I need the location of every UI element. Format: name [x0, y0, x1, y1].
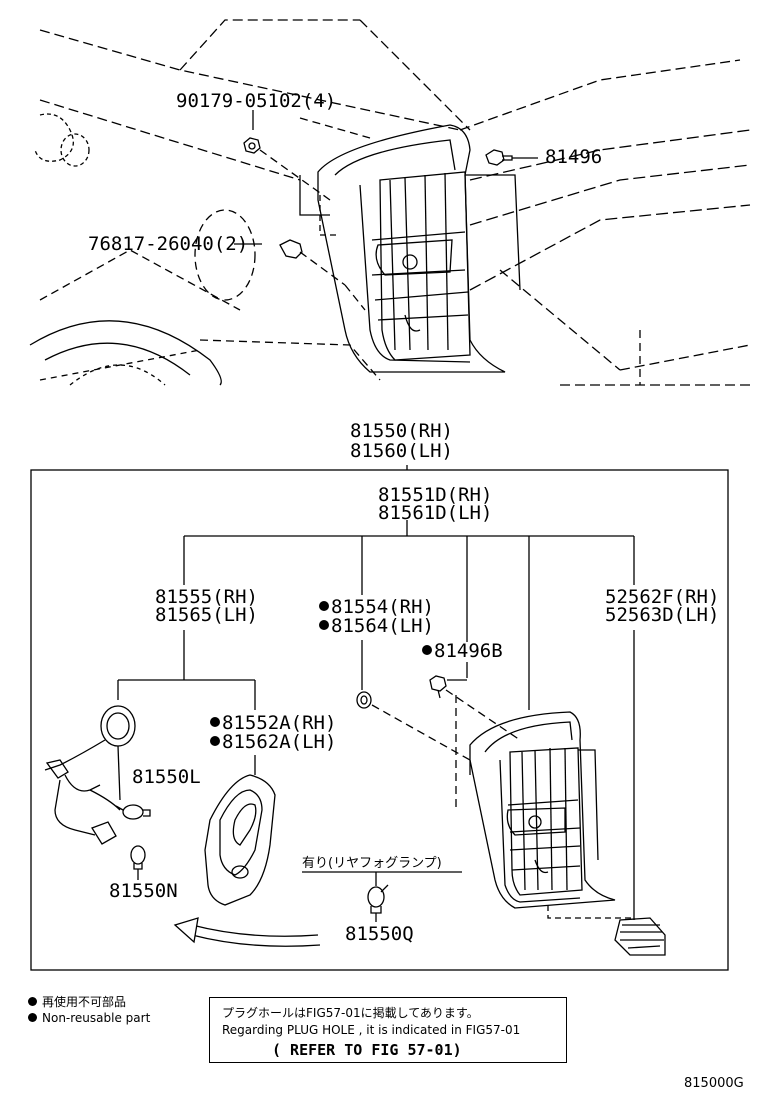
bracket-52562f-icon	[614, 917, 666, 956]
label-81550-rh: 81550(RH)	[350, 420, 453, 442]
clip-81496b-icon	[429, 675, 521, 810]
fog-lamp-note: 有り(リヤフォグランプ)	[302, 856, 442, 871]
bulb-81550l-icon	[115, 804, 151, 820]
gasket-81554-icon	[356, 691, 471, 761]
label-81496b: 81496B	[422, 642, 503, 661]
assembly-box	[30, 469, 729, 971]
non-reusable-dot-icon	[422, 645, 432, 655]
label-52563d-lh: 52563D(LH)	[605, 604, 720, 626]
cushion-81552a-icon	[204, 774, 276, 906]
reference-note-box	[209, 997, 567, 1063]
clip-81496-icon	[485, 149, 538, 166]
label-52562f-rh: 52562F(RH)	[605, 586, 720, 608]
bulb-81550n-icon	[130, 845, 146, 880]
legend-dot-icon	[28, 1013, 37, 1022]
label-81550l: 81550L	[132, 766, 201, 788]
callout-tree	[117, 520, 635, 920]
note-refer: ( REFER TO FIG 57-01)	[272, 1041, 462, 1059]
screw-90179-icon	[243, 110, 371, 201]
tail-lamp-installed	[299, 124, 521, 373]
legend-en: Non-reusable part	[28, 1011, 150, 1025]
note-en: Regarding PLUG HOLE , it is indicated in…	[222, 1023, 521, 1037]
tail-lamp-exploded	[469, 711, 634, 919]
note-jp: プラグホールはFIG57-01に掲載してあります。	[222, 1006, 479, 1020]
label-76817-26040: 76817-26040(2)	[88, 233, 249, 255]
clip-76817-icon	[234, 239, 366, 311]
label-81552a-rh: 81552A(RH)	[210, 714, 336, 733]
legend-jp: 再使用不可部品	[28, 993, 126, 1010]
label-81551d-rh: 81551D(RH)	[378, 484, 493, 506]
non-reusable-dot-icon	[210, 736, 220, 746]
label-81562a-lh: 81562A(LH)	[210, 733, 336, 752]
label-81550n: 81550N	[109, 880, 178, 902]
vehicle-body-outline	[29, 19, 751, 386]
label-81565-lh: 81565(LH)	[155, 604, 258, 626]
non-reusable-dot-icon	[319, 620, 329, 630]
label-81555-rh: 81555(RH)	[155, 586, 258, 608]
socket-harness-icon	[44, 705, 136, 845]
assembly-arrow-icon	[173, 917, 321, 947]
label-81554-rh: 81554(RH)	[319, 598, 434, 617]
label-90179-05102: 90179-05102(4)	[176, 90, 337, 112]
label-81564-lh: 81564(LH)	[319, 617, 434, 636]
non-reusable-dot-icon	[319, 601, 329, 611]
legend-dot-icon	[28, 997, 37, 1006]
label-81561d-lh: 81561D(LH)	[378, 502, 493, 524]
figure-code: 815000G	[684, 1076, 744, 1091]
label-81550q: 81550Q	[345, 923, 414, 945]
label-81560-lh: 81560(LH)	[350, 440, 453, 462]
bulb-81550q-icon	[367, 884, 389, 922]
non-reusable-dot-icon	[210, 717, 220, 727]
label-81496: 81496	[545, 146, 603, 168]
